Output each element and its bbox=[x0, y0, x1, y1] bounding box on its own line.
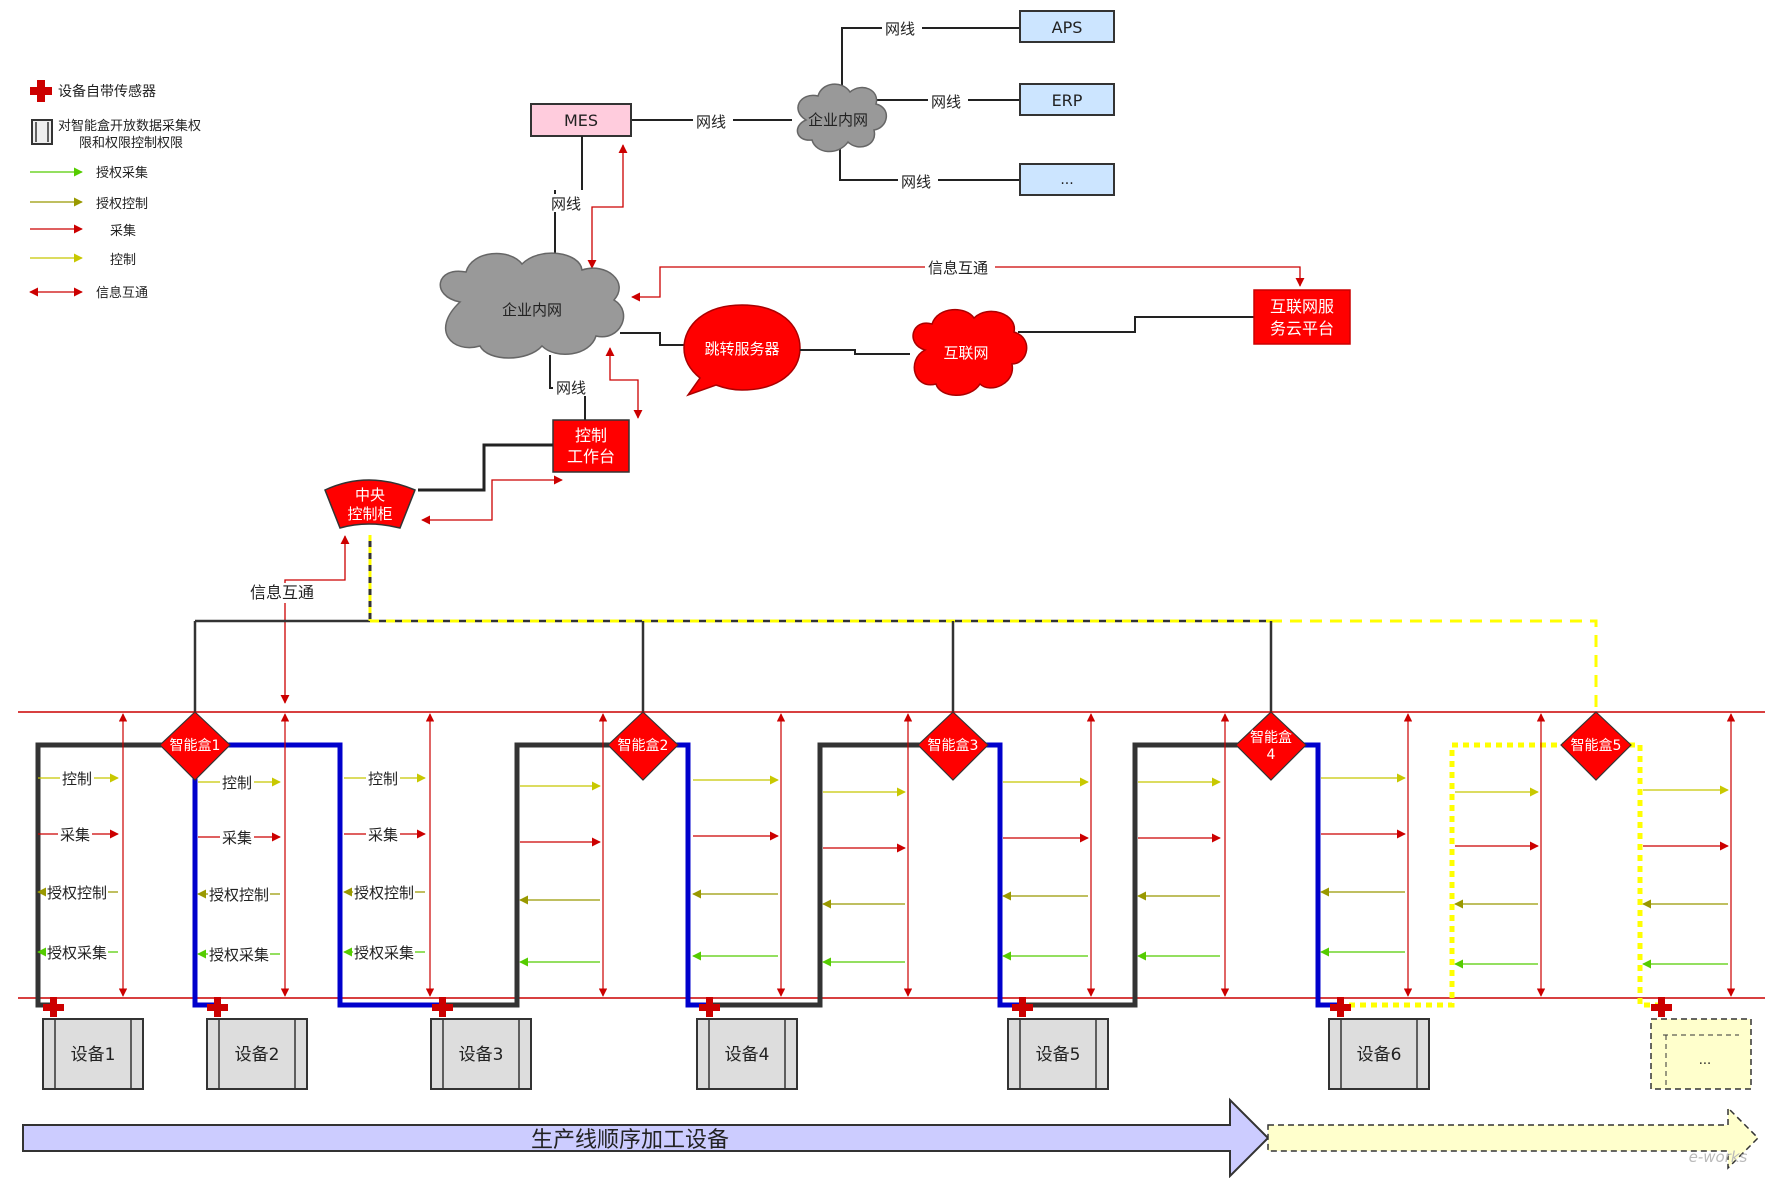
svg-text:设备4: 设备4 bbox=[725, 1045, 770, 1065]
legend-label-auth-control: 授权控制 bbox=[96, 196, 148, 212]
label-control-3: 控制 bbox=[368, 770, 398, 788]
top-network: 网线 网线 网线 APS ERP ... 网线 企业内网 MES bbox=[246, 10, 1351, 704]
svg-text:APS: APS bbox=[1052, 18, 1083, 37]
svg-text:...: ... bbox=[1699, 1053, 1711, 1068]
label-auth-collect-3: 授权采集 bbox=[354, 944, 414, 962]
svg-text:务云平台: 务云平台 bbox=[1270, 319, 1334, 338]
svg-text:控制: 控制 bbox=[575, 426, 607, 445]
smart-box-1: 智能盒1 bbox=[159, 711, 231, 781]
svg-text:设备3: 设备3 bbox=[459, 1045, 504, 1065]
legend-label-collect: 采集 bbox=[110, 223, 136, 239]
intranet-main-cloud: 企业内网 bbox=[439, 252, 625, 359]
svg-text:企业内网: 企业内网 bbox=[502, 301, 562, 319]
erp-node: ERP bbox=[1019, 83, 1115, 116]
label-auth-control-2: 授权控制 bbox=[209, 886, 269, 904]
label-auth-collect-1: 授权采集 bbox=[47, 944, 107, 962]
wire-label-aps: 网线 bbox=[885, 20, 915, 38]
svg-text:中央: 中央 bbox=[355, 486, 385, 504]
etc-node: ... bbox=[1019, 163, 1115, 196]
device-1: 设备1 bbox=[42, 1018, 144, 1090]
smart-box-5: 智能盒5 bbox=[1560, 711, 1632, 781]
legend-label-sensor: 设备自带传感器 bbox=[58, 83, 156, 100]
device-more: ... bbox=[1650, 1018, 1752, 1090]
bus-lines bbox=[193, 535, 1598, 712]
legend-label-control: 控制 bbox=[110, 253, 136, 268]
device-2: 设备2 bbox=[206, 1018, 308, 1090]
device-path bbox=[35, 742, 1658, 1008]
label-auth-control-1: 授权控制 bbox=[47, 884, 107, 902]
sensors bbox=[43, 997, 1672, 1017]
device-arrows: 控制 采集 授权控制 授权采集 控制 采集 授权控制 授权采集 控制 采集 授权… bbox=[37, 713, 1736, 997]
svg-text:工作台: 工作台 bbox=[567, 447, 615, 466]
cloud-platform-node: 互联网服 务云平台 bbox=[1253, 289, 1351, 345]
svg-text:智能盒2: 智能盒2 bbox=[618, 737, 669, 754]
svg-text:智能盒1: 智能盒1 bbox=[170, 737, 221, 754]
wire-label-mes-intranet: 网线 bbox=[551, 195, 581, 213]
label-auth-collect-2: 授权采集 bbox=[209, 946, 269, 964]
svg-text:MES: MES bbox=[564, 111, 598, 130]
central-cabinet-node: 中央 控制柜 bbox=[324, 479, 416, 529]
wire-label-erp: 网线 bbox=[931, 93, 961, 111]
svg-text:智能盒5: 智能盒5 bbox=[1571, 737, 1622, 754]
smart-box-4: 智能盒 4 bbox=[1235, 711, 1307, 781]
svg-text:互联网服: 互联网服 bbox=[1270, 297, 1334, 316]
info-exchange-top-label: 信息互通 bbox=[928, 259, 988, 277]
mes-node: MES bbox=[530, 103, 632, 137]
legend-label-box-line2: 限和权限控制权限 bbox=[79, 135, 183, 151]
legend: 设备自带传感器 对智能盒开放数据采集权 限和权限控制权限 授权采集 授权控制 采… bbox=[29, 80, 201, 301]
svg-text:设备6: 设备6 bbox=[1357, 1045, 1402, 1065]
red-cross-icon bbox=[30, 80, 52, 102]
svg-text:设备2: 设备2 bbox=[235, 1045, 280, 1065]
legend-label-auth-collect: 授权采集 bbox=[96, 165, 148, 181]
wire-label-console: 网线 bbox=[556, 379, 586, 397]
intranet-top-cloud: 企业内网 bbox=[796, 83, 887, 153]
svg-text:智能盒3: 智能盒3 bbox=[928, 737, 979, 754]
device-6: 设备6 bbox=[1328, 1018, 1430, 1090]
legend-label-info: 信息互通 bbox=[96, 285, 148, 301]
label-collect-1: 采集 bbox=[60, 826, 90, 844]
info-exchange-left-label: 信息互通 bbox=[250, 583, 314, 602]
svg-text:跳转服务器: 跳转服务器 bbox=[704, 340, 779, 358]
svg-text:...: ... bbox=[1060, 172, 1073, 188]
sensor-icon-5 bbox=[1012, 997, 1033, 1017]
sensor-icon-4 bbox=[699, 997, 720, 1017]
label-control-1: 控制 bbox=[62, 770, 92, 788]
smart-box-3: 智能盒3 bbox=[917, 711, 989, 781]
box-icon bbox=[31, 119, 53, 145]
device-4: 设备4 bbox=[696, 1018, 798, 1090]
smart-box-2: 智能盒2 bbox=[607, 711, 679, 781]
label-auth-control-3: 授权控制 bbox=[354, 884, 414, 902]
svg-text:控制柜: 控制柜 bbox=[347, 505, 392, 523]
control-console-node: 控制 工作台 bbox=[552, 419, 630, 473]
svg-text:ERP: ERP bbox=[1052, 91, 1083, 110]
watermark-logo: e-works bbox=[1689, 1148, 1748, 1166]
label-collect-3: 采集 bbox=[368, 826, 398, 844]
jump-server-node: 跳转服务器 bbox=[683, 304, 801, 397]
production-line-arrow: 生产线顺序加工设备 bbox=[22, 1097, 1760, 1178]
device-3: 设备3 bbox=[430, 1018, 532, 1090]
legend-label-box-line1: 对智能盒开放数据采集权 bbox=[58, 118, 201, 134]
svg-text:智能盒: 智能盒 bbox=[1250, 729, 1292, 746]
sensor-icon-3 bbox=[432, 997, 453, 1017]
svg-text:企业内网: 企业内网 bbox=[808, 111, 868, 129]
label-control-2: 控制 bbox=[222, 774, 252, 792]
svg-text:生产线顺序加工设备: 生产线顺序加工设备 bbox=[531, 1128, 729, 1153]
smart-boxes: 智能盒1 智能盒2 智能盒3 智能盒 4 智能盒5 bbox=[159, 711, 1632, 781]
sensor-icon-2 bbox=[207, 997, 228, 1017]
device-5: 设备5 bbox=[1007, 1018, 1109, 1090]
devices: 设备1 设备2 设备3 设备4 设备5 设备6 bbox=[42, 1018, 1752, 1090]
svg-text:设备5: 设备5 bbox=[1036, 1045, 1081, 1065]
internet-cloud: 互联网 bbox=[912, 309, 1028, 396]
wire-label-etc: 网线 bbox=[901, 173, 931, 191]
sensor-icon-1 bbox=[43, 997, 64, 1017]
svg-text:互联网: 互联网 bbox=[943, 344, 988, 362]
aps-node: APS bbox=[1019, 10, 1115, 43]
sensor-icon-7 bbox=[1651, 997, 1672, 1017]
label-collect-2: 采集 bbox=[222, 829, 252, 847]
svg-text:4: 4 bbox=[1267, 747, 1276, 763]
svg-text:设备1: 设备1 bbox=[71, 1045, 116, 1065]
sensor-icon-6 bbox=[1330, 997, 1351, 1017]
wire-label-mes: 网线 bbox=[696, 113, 726, 131]
